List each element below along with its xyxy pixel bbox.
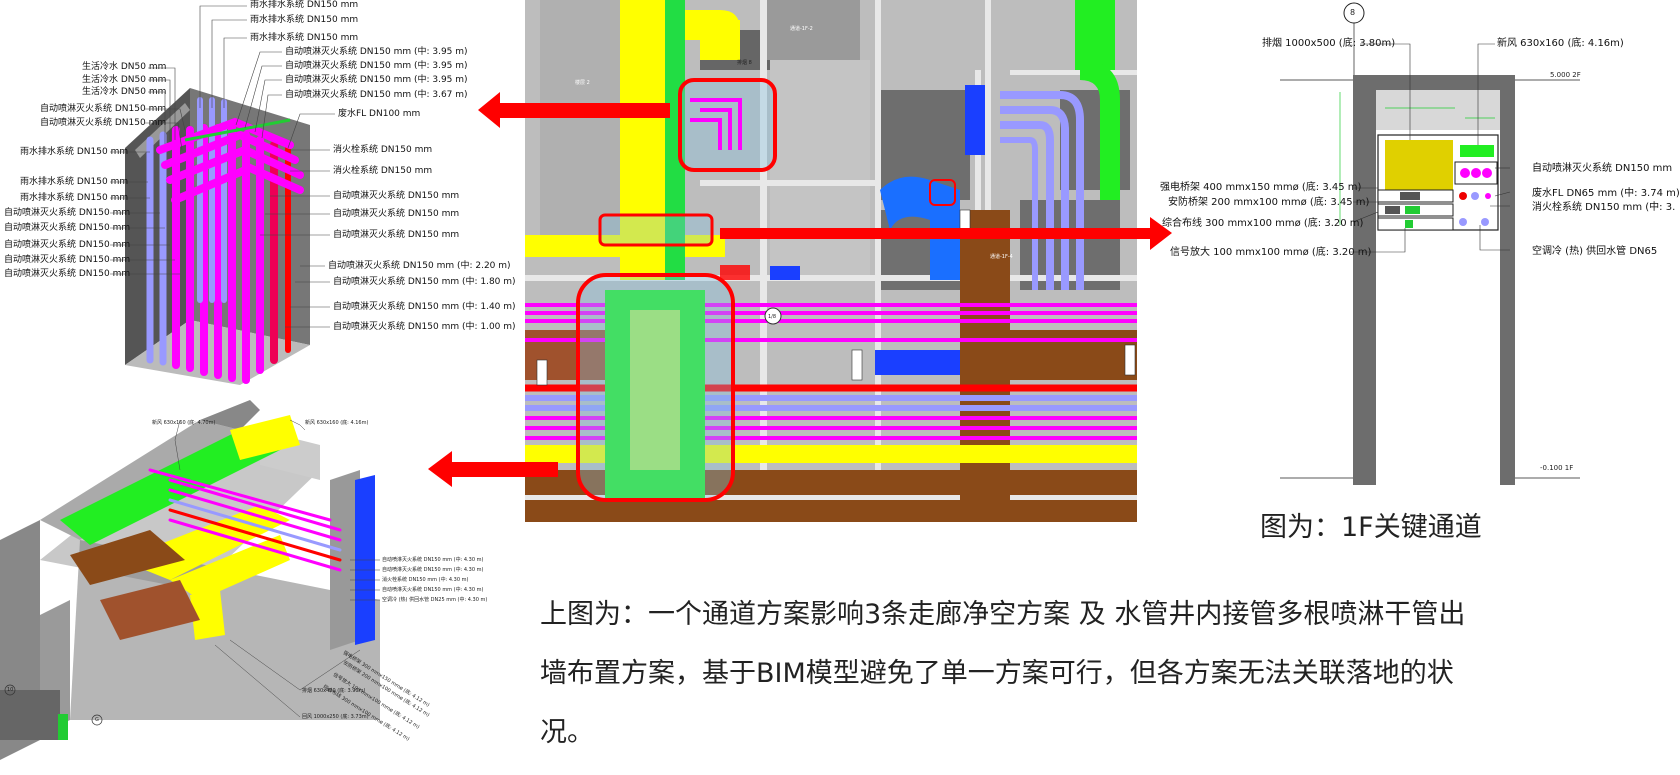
section-right-label: 自动喷淋灭火系统 DN150 mm	[1532, 163, 1673, 174]
section-grid-marker: 8	[1350, 8, 1356, 17]
riser-left-label: 雨水排水系统 DN150 mm	[20, 177, 129, 187]
corridor-right-label: 自动喷淋灭火系统 DN150 mm (中: 4.30 m)	[382, 557, 484, 563]
section-right-label: 废水FL DN65 mm (中: 3.74 m)	[1532, 188, 1680, 199]
riser-top-label: 雨水排水系统 DN150 mm	[250, 15, 359, 25]
corridor-right-label: 空调冷 (热) 供回水管 DN25 mm (中: 4.30 m)	[382, 597, 488, 603]
riser-top-label: 自动喷淋灭火系统 DN150 mm (中: 3.95 m)	[285, 47, 468, 57]
drawing-canvas	[0, 0, 1580, 760]
riser-left-label: 生活冷水 DN50 mm	[82, 62, 167, 72]
grid-marker-g	[91, 714, 103, 726]
riser-top-label: 雨水排水系统 DN150 mm	[250, 33, 359, 43]
riser-right-label: 自动喷淋灭火系统 DN150 mm (中: 2.20 m)	[328, 261, 511, 271]
riser-right-label: 自动喷淋灭火系统 DN150 mm	[333, 191, 460, 201]
highlight-corridor	[576, 273, 735, 502]
riser-top-label: 自动喷淋灭火系统 DN150 mm (中: 3.67 m)	[285, 90, 468, 100]
description-line: 墙布置方案，基于BIM模型避免了单一方案可行，但各方案无法关联落地的状	[540, 658, 1454, 689]
arrow-to-section	[720, 217, 1172, 250]
riser-right-label: 消火栓系统 DN150 mm	[333, 145, 433, 155]
riser-left-label: 自动喷淋灭火系统 DN150 mm	[4, 208, 131, 218]
section-right-label: 空调冷 (热) 供回水管 DN65	[1532, 246, 1658, 257]
description-line: 况。	[540, 717, 594, 748]
riser-right-label: 自动喷淋灭火系统 DN150 mm	[333, 209, 460, 219]
section-top-right-label: 新风 630x160 (底: 4.16m)	[1497, 38, 1624, 49]
corridor-right-label: 自动喷淋灭火系统 DN150 mm (中: 4.30 m)	[382, 587, 484, 593]
section-right-label: 消火栓系统 DN150 mm (中: 3.	[1532, 202, 1676, 213]
corridor-bottom-label: 排烟 630x400 (底: 3.90m)	[302, 688, 366, 694]
riser-top-label: 自动喷淋灭火系统 DN150 mm (中: 3.95 m)	[285, 61, 468, 71]
riser-right-label: 自动喷淋灭火系统 DN150 mm (中: 1.40 m)	[333, 302, 516, 312]
riser-left-label: 自动喷淋灭火系统 DN150 mm	[4, 269, 131, 279]
section-left-label: 安防桥架 200 mmx100 mmø (底: 3.45 m)	[1168, 197, 1370, 208]
riser-left-label: 雨水排水系统 DN150 mm	[20, 193, 129, 203]
riser-right-label: 自动喷淋灭火系统 DN150 mm (中: 1.80 m)	[333, 277, 516, 287]
corridor-top-left-label: 新风 630x160 (底: 4.70m)	[152, 420, 216, 426]
riser-left-label: 生活冷水 DN50 mm	[82, 75, 167, 85]
corridor-bottom-label: 回风 1000x250 (底: 3.73m)	[302, 714, 369, 720]
section-left-label: 强电桥架 400 mmx150 mmø (底: 3.45 m)	[1160, 182, 1362, 193]
highlight-channel	[598, 213, 714, 247]
riser-top-label: 自动喷淋灭火系统 DN150 mm (中: 3.95 m)	[285, 75, 468, 85]
riser-top-label: 废水FL DN100 mm	[338, 109, 421, 119]
plan-room-label: 通道-1F-4	[990, 254, 1013, 260]
riser-right-label: 自动喷淋灭火系统 DN150 mm	[333, 230, 460, 240]
riser-left-label: 自动喷淋灭火系统 DN150 mm	[4, 255, 131, 265]
plan-room-label: 通道-1F-2	[790, 26, 813, 32]
corridor-right-label: 自动喷淋灭火系统 DN150 mm (中: 4.30 m)	[382, 567, 484, 573]
section-level-top: 5.000 2F	[1550, 71, 1581, 79]
plan-marker-label: 1/8	[768, 314, 777, 320]
arrow-to-corridor	[428, 451, 558, 487]
arrows	[428, 92, 1172, 487]
riser-left-label: 自动喷淋灭火系统 DN150 mm	[40, 118, 167, 128]
corridor-right-label: 消火栓系统 DN150 mm (中: 4.30 m)	[382, 577, 469, 583]
riser-left-label: 自动喷淋灭火系统 DN150 mm	[4, 223, 131, 233]
section-level-bottom: -0.100 1F	[1540, 464, 1574, 472]
arrow-to-riser	[478, 92, 670, 128]
grid-marker-label: 10	[7, 687, 14, 693]
corridor-top-right-label: 新风 630x160 (底: 4.16m)	[305, 420, 369, 426]
description-text: 上图为：一个通道方案影响3条走廊净空方案 及 水管井内接管多根喷淋干管出 墙布置…	[540, 585, 1630, 762]
grid-marker-label: G	[95, 717, 99, 723]
corridor-3d-model	[0, 400, 380, 760]
riser-left-label: 生活冷水 DN50 mm	[82, 87, 167, 97]
highlight-riser	[678, 78, 777, 172]
section-top-left-label: 排烟 1000x500 (底: 3.80m)	[1262, 38, 1396, 49]
riser-left-label: 自动喷淋灭火系统 DN150 mm	[40, 104, 167, 114]
grid-marker-10	[4, 684, 16, 696]
riser-3d-model	[110, 5, 335, 385]
section-caption: 图为：1F关键通道	[1260, 512, 1482, 543]
riser-right-label: 自动喷淋灭火系统 DN150 mm (中: 1.00 m)	[333, 322, 516, 332]
plan-view	[525, 0, 1137, 522]
riser-right-label: 消火栓系统 DN150 mm	[333, 166, 433, 176]
plan-room-label: 排烟 8	[737, 60, 752, 66]
plan-room-label: 楼层 2	[575, 80, 590, 86]
section-left-label: 综合布线 300 mmx100 mmø (底: 3.20 m)	[1162, 218, 1364, 229]
riser-left-label: 自动喷淋灭火系统 DN150 mm	[4, 240, 131, 250]
grid-marker-1-8	[764, 307, 782, 325]
description-line: 上图为：一个通道方案影响3条走廊净空方案 及 水管井内接管多根喷淋干管出	[540, 599, 1466, 630]
section-left-label: 信号放大 100 mmx100 mmø (底: 3.20 m)	[1170, 247, 1372, 258]
riser-top-label: 雨水排水系统 DN150 mm	[250, 0, 359, 10]
riser-left-label: 雨水排水系统 DN150 mm	[20, 147, 129, 157]
section-view	[1280, 2, 1580, 485]
